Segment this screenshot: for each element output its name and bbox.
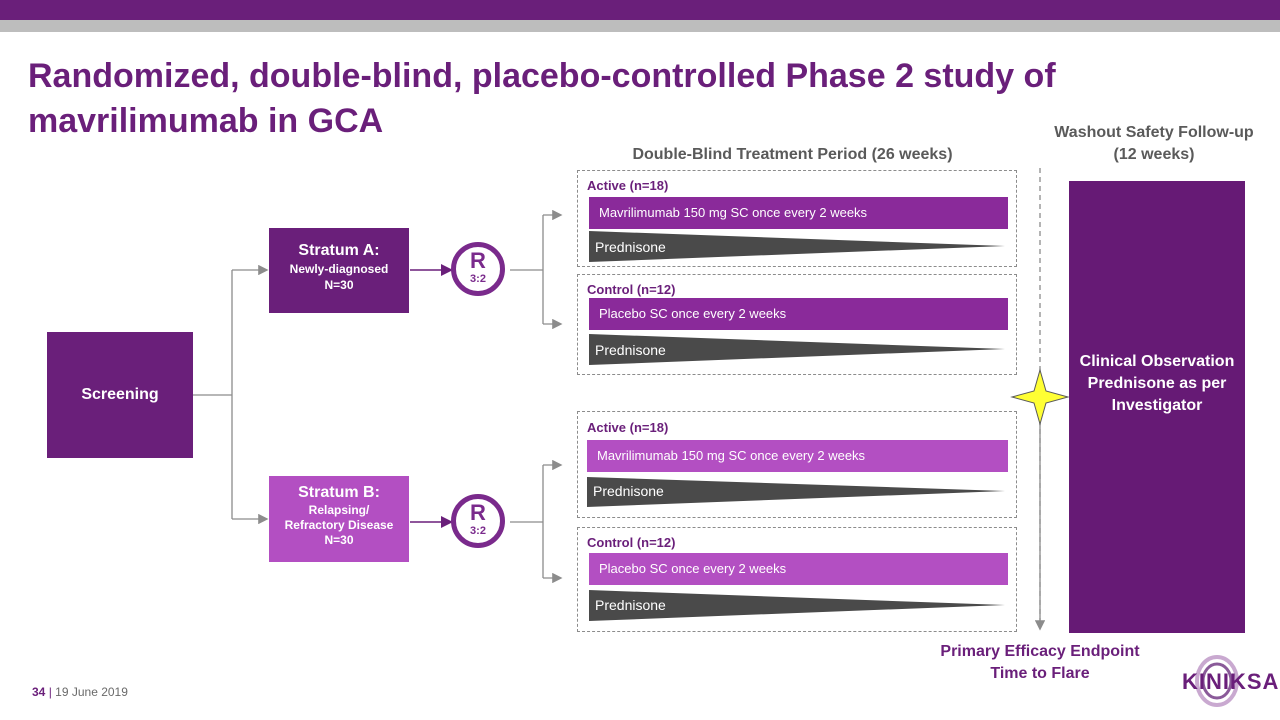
arm-group-a-control — [577, 274, 1017, 375]
stratum-b-desc-1: Relapsing/ — [308, 503, 370, 517]
stratum-b-n: N=30 — [324, 533, 354, 547]
observation-line3: Investigator — [1111, 397, 1203, 414]
arm-label-b-active: Active (n=18) — [587, 420, 669, 435]
kiniksa-logo-mark-icon — [1195, 655, 1239, 707]
randomization-letter: R — [470, 500, 486, 525]
page-number: 34 — [32, 685, 46, 699]
observation-line1: Clinical Observation — [1079, 353, 1235, 370]
stratum-b-desc-2: Refractory Disease — [284, 518, 394, 532]
screening-box: Screening — [47, 332, 193, 458]
randomization-letter: R — [470, 248, 486, 273]
stratum-b-title: Stratum B: — [298, 484, 380, 501]
randomization-ratio: 3:2 — [470, 273, 486, 285]
top-gray-bar — [0, 20, 1280, 32]
prednisone-label: Prednisone — [595, 342, 666, 358]
stratum-a-n: N=30 — [324, 278, 354, 292]
drug-bar-a-active: Mavrilimumab 150 mg SC once every 2 week… — [589, 197, 1008, 229]
stratum-a-desc: Newly-diagnosed — [289, 262, 389, 276]
prednisone-label: Prednisone — [593, 483, 664, 499]
randomization-ratio: 3:2 — [470, 525, 486, 537]
prednisone-wedges — [587, 231, 1005, 621]
washout-period-label-line1: Washout Safety Follow-up — [1054, 124, 1254, 141]
endpoint-star-icon — [1010, 368, 1070, 426]
endpoint-title: Primary Efficacy Endpoint — [940, 643, 1140, 660]
footer-date: 19 June 2019 — [55, 685, 128, 699]
double-blind-period-label: Double-Blind Treatment Period (26 weeks) — [632, 146, 953, 163]
arm-label-a-control: Control (n=12) — [587, 282, 676, 297]
drug-bar-a-control: Placebo SC once every 2 weeks — [589, 298, 1008, 330]
washout-observation-box: Clinical Observation Prednisone as per I… — [1069, 181, 1245, 633]
arm-group-a-active — [577, 170, 1017, 267]
drug-bar-b-control: Placebo SC once every 2 weeks — [589, 553, 1008, 585]
footer-separator: | — [48, 685, 52, 699]
randomization-circle-a: R 3:2 — [451, 242, 505, 296]
arm-label-b-control: Control (n=12) — [587, 535, 676, 550]
arm-label-a-active: Active (n=18) — [587, 178, 669, 193]
kiniksa-logo: KINIKSA — [1182, 669, 1280, 694]
arm-group-b-active — [577, 411, 1017, 518]
washout-period-label-line2: (12 weeks) — [1113, 146, 1195, 163]
screening-label: Screening — [81, 386, 159, 403]
stratum-b-box: Stratum B: Relapsing/ Refractory Disease… — [269, 476, 409, 562]
arm-group-b-control — [577, 527, 1017, 632]
slide-title: Randomized, double-blind, placebo-contro… — [28, 57, 1056, 140]
drug-bar-b-active: Mavrilimumab 150 mg SC once every 2 week… — [587, 440, 1008, 472]
stratum-a-title: Stratum A: — [298, 242, 380, 259]
randomization-circle-b: R 3:2 — [451, 494, 505, 548]
endpoint-measure: Time to Flare — [990, 665, 1090, 682]
prednisone-label: Prednisone — [595, 239, 666, 255]
observation-line2: Prednisone as per — [1087, 375, 1227, 392]
stratum-a-box: Stratum A: Newly-diagnosed N=30 — [269, 228, 409, 313]
top-accent-bar — [0, 0, 1280, 20]
footer: 34 | 19 June 2019 — [32, 685, 128, 699]
prednisone-label: Prednisone — [595, 597, 666, 613]
